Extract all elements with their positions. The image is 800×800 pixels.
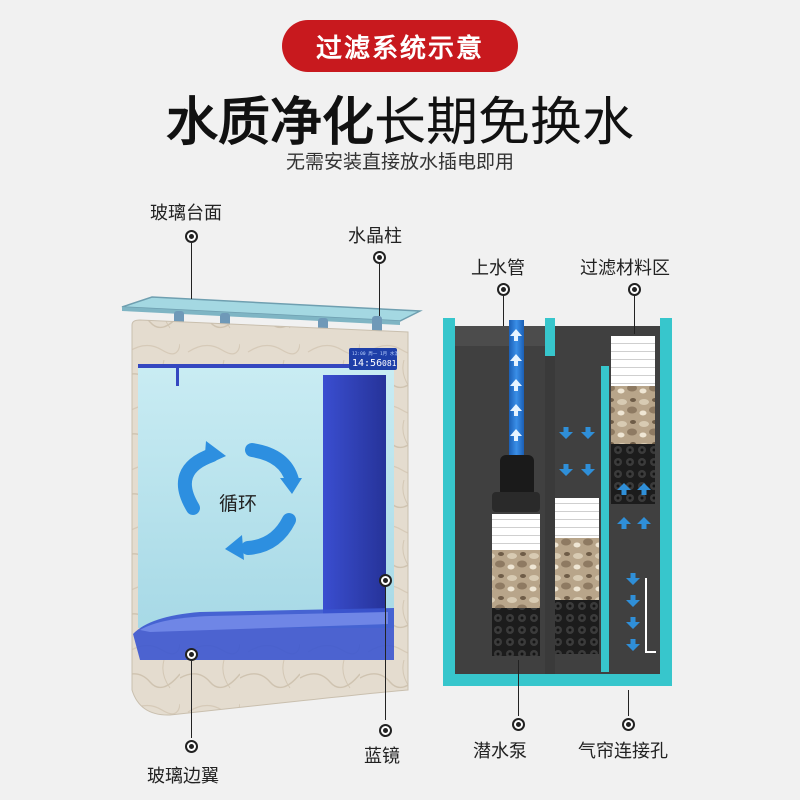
label-submersible-pump: 潜水泵	[473, 741, 527, 762]
media-3	[611, 386, 655, 444]
circulation-arrows	[177, 441, 302, 560]
label-glass-wing: 玻璃边翼	[147, 766, 219, 787]
label-blue-mirror: 蓝镜	[364, 746, 400, 767]
blue-mirror-panel	[323, 375, 386, 620]
dot-blue-mirror-top	[379, 574, 392, 587]
circulation-label: 循环	[219, 493, 257, 515]
label-inlet-pipe: 上水管	[471, 258, 525, 279]
headline: 水质净化长期免换水	[0, 80, 800, 155]
sponge-2	[555, 498, 599, 538]
label-air-curtain-port: 气帘连接孔	[578, 741, 668, 762]
label-glass-top: 玻璃台面	[150, 203, 222, 224]
stem-crystal-column	[379, 264, 380, 316]
sponge-1	[492, 514, 540, 550]
dot-glass-top	[185, 230, 198, 243]
thermometer-display	[349, 348, 397, 370]
submersible-pump	[500, 455, 534, 497]
dot-blue-mirror	[379, 724, 392, 737]
stem-inlet-pipe	[503, 296, 504, 326]
dot-glass-wing-top	[185, 648, 198, 661]
display-clock: 14:56	[352, 358, 382, 369]
dot-glass-wing	[185, 740, 198, 753]
display-line: 12:00 周一 1月 水温	[352, 350, 399, 357]
ceramic-1	[492, 608, 540, 656]
stem-glass-top	[191, 243, 192, 299]
dot-filter-zone	[628, 283, 641, 296]
display-reading: 081	[382, 359, 397, 368]
ceramic-2	[555, 600, 599, 654]
dot-crystal-column	[373, 251, 386, 264]
sponge-3	[611, 336, 655, 386]
dot-air-port	[622, 718, 635, 731]
headline-bold: 水质净化	[165, 93, 374, 153]
ceramic-3	[611, 444, 655, 504]
dot-pump	[512, 718, 525, 731]
media-1	[492, 550, 540, 608]
dot-inlet-pipe	[497, 283, 510, 296]
stem-filter-zone	[634, 296, 635, 334]
headline-light: 长期免换水	[374, 93, 635, 153]
label-crystal-column: 水晶柱	[348, 226, 402, 247]
stem-air-port	[628, 690, 629, 716]
stem-glass-wing	[191, 661, 192, 738]
wall-2	[601, 366, 609, 672]
stem-pump	[518, 660, 519, 716]
label-filter-zone: 过滤材料区	[580, 258, 670, 279]
media-2	[555, 538, 599, 600]
air-tube	[645, 578, 656, 653]
stem-blue-mirror	[385, 585, 386, 720]
subtitle: 无需安装直接放水插电即用	[285, 151, 514, 173]
title-badge: 过滤系统示意	[282, 20, 518, 72]
